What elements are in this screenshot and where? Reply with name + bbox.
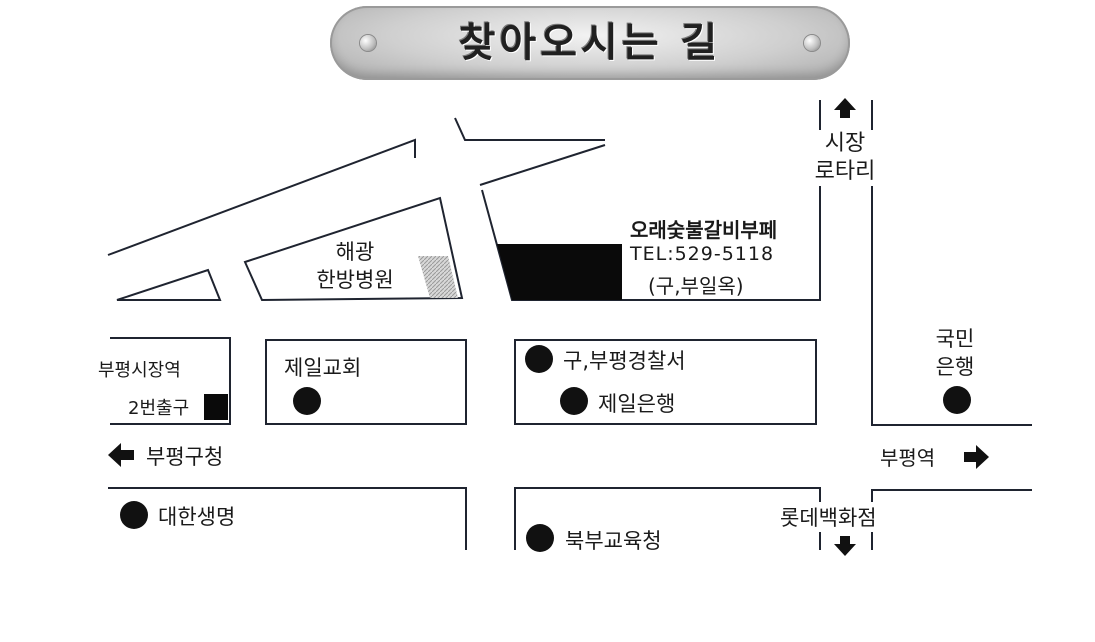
marker-church-icon: [293, 387, 321, 415]
block-station: [110, 337, 231, 425]
road-lower-right: [871, 489, 1032, 550]
marker-insurance-icon: [120, 501, 148, 529]
marker-bank-jeil-icon: [560, 387, 588, 415]
page-title: 찾아오시는 길: [458, 20, 722, 66]
label-lotte-department-store: 롯데백화점: [780, 502, 877, 532]
rivet-right-icon: [804, 35, 820, 51]
marker-bank-kookmin-icon: [943, 386, 971, 414]
title-banner: 찾아오시는 길: [330, 6, 850, 80]
label-insurance: 대한생명: [158, 505, 236, 529]
block-hospital: [243, 196, 464, 302]
restaurant-building: [497, 244, 622, 300]
block-insurance: [108, 487, 467, 550]
marker-police-icon: [525, 345, 553, 373]
station-exit-marker: [204, 394, 228, 420]
label-police: 구,부평경찰서: [563, 349, 686, 373]
label-gu-office: 부평구청: [146, 445, 224, 469]
rivet-left-icon: [360, 35, 376, 51]
label-station: 부평시장역: [98, 360, 181, 381]
marker-education-icon: [526, 524, 554, 552]
road-diagonal-upper: [454, 117, 605, 141]
road-diagonal-right: [479, 144, 606, 186]
label-bank-kookmin: 국민 은행: [935, 327, 975, 379]
block-triangle: [116, 268, 222, 301]
label-bank-jeil: 제일은행: [598, 392, 676, 416]
label-bupyeong-station: 부평역: [880, 446, 936, 470]
label-station-exit: 2번출구: [128, 398, 190, 419]
label-hospital: 해광 한방병원: [316, 240, 394, 292]
block-education: [514, 487, 821, 550]
road-diagonal-top: [107, 138, 416, 256]
destination-former-name: (구,부일옥): [648, 274, 744, 298]
block-police: [514, 339, 817, 425]
block-church: [265, 339, 467, 425]
hatched-area: [418, 256, 458, 298]
road-market-right: [871, 100, 1032, 426]
destination-name: 오래숯불갈비부페: [630, 218, 778, 242]
destination-phone: TEL:529-5118: [630, 243, 775, 265]
label-church: 제일교회: [284, 356, 362, 380]
label-education-office: 북부교육청: [565, 529, 662, 553]
label-market-rotary: 시장 로타리: [800, 130, 890, 186]
